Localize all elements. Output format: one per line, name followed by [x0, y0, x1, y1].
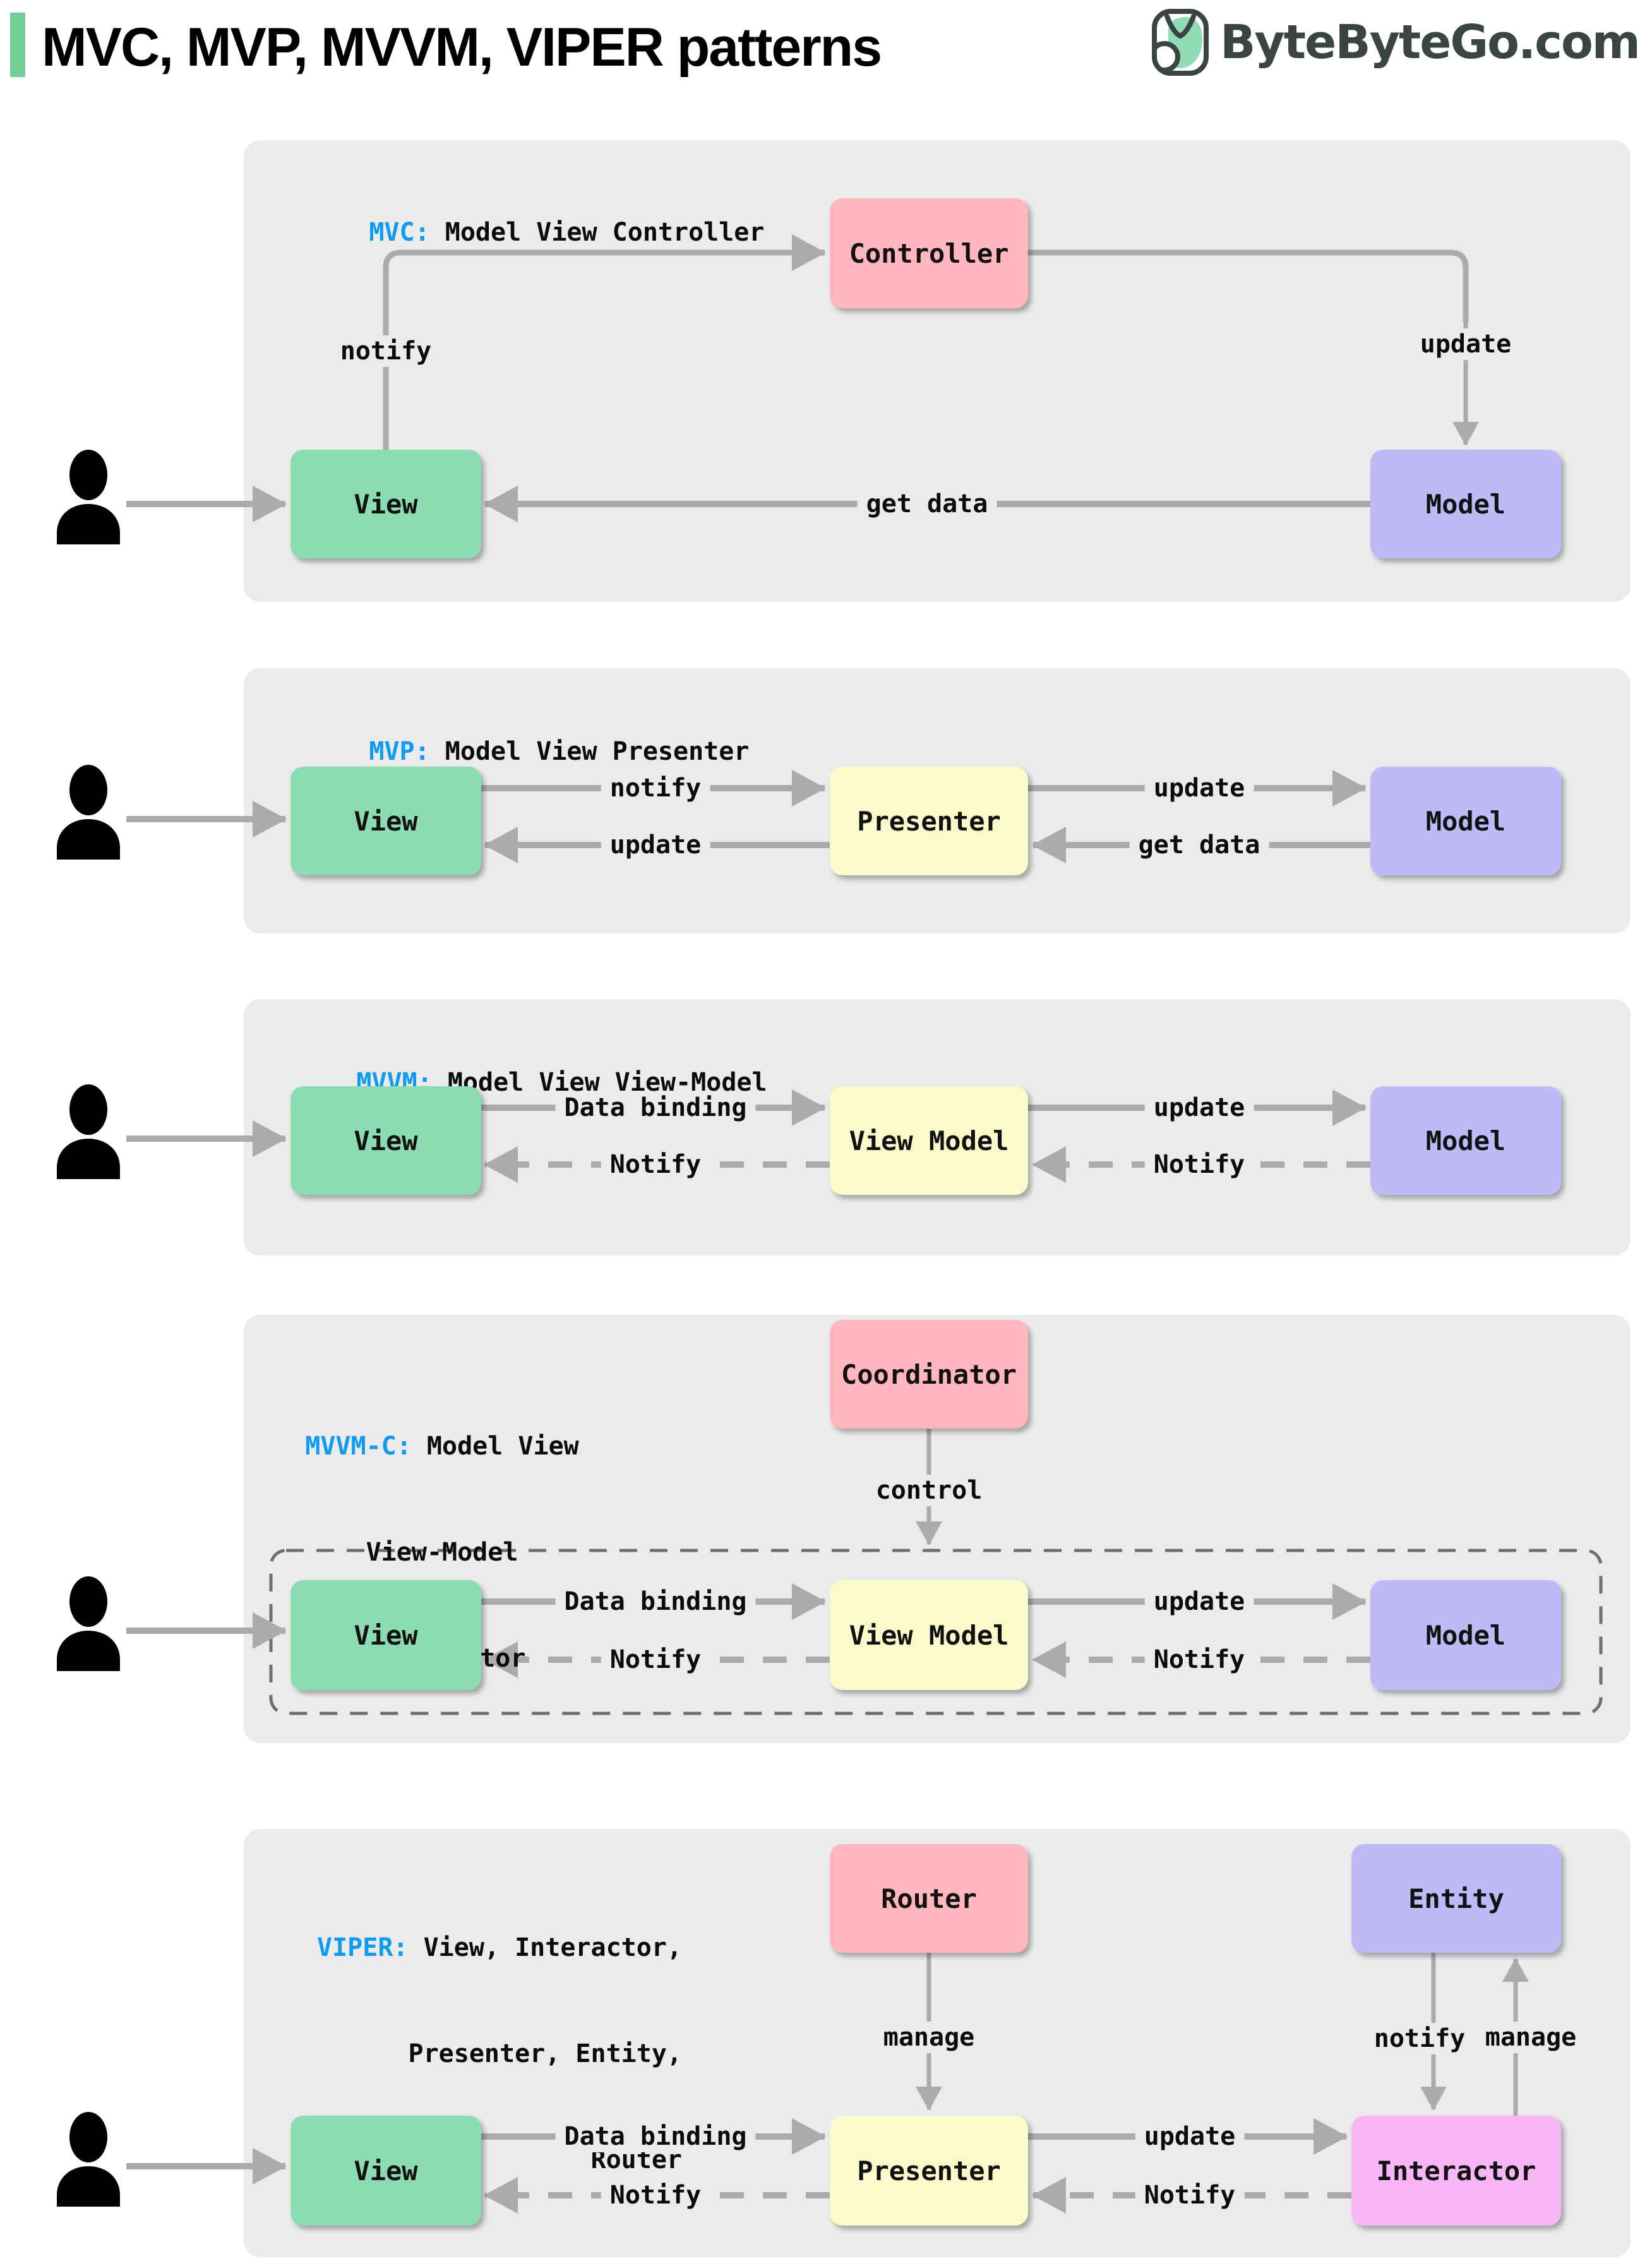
edge-label-notify: notify: [1365, 2023, 1475, 2054]
pattern-name: MVP:: [369, 737, 430, 766]
pattern-description: View, Interactor,: [423, 1933, 682, 1962]
edge-label-manage: manage: [874, 2022, 984, 2053]
title-accent-bar: [10, 13, 25, 77]
box-view: View: [290, 767, 481, 875]
box-view: View: [290, 2116, 481, 2226]
edge-label-notify: Notify: [1135, 2179, 1245, 2211]
box-model: Model: [1370, 1580, 1561, 1690]
edge-label-manage: manage: [1476, 2022, 1586, 2053]
box-entity: Entity: [1351, 1844, 1561, 1953]
edge-label-notify: notify: [601, 772, 710, 804]
box-controller: Controller: [830, 198, 1028, 308]
box-model: Model: [1370, 767, 1561, 875]
panel-header-viper: VIPER: View, Interactor, Presenter, Enti…: [290, 1859, 682, 2248]
pattern-description: Model View Controller: [445, 218, 765, 247]
box-router: Router: [830, 1844, 1028, 1953]
edge-label-data-binding: Data binding: [555, 2121, 756, 2152]
edge-label-get-data: get data: [1129, 829, 1269, 861]
box-interactor: Interactor: [1351, 2116, 1561, 2226]
edge-label-update: update: [1411, 328, 1521, 360]
user-icon: [57, 1576, 120, 1671]
edge-label-update: update: [1144, 772, 1254, 804]
edge-label-get-data: get data: [857, 488, 997, 520]
pattern-name: MVC:: [369, 218, 430, 247]
user-icon: [57, 765, 120, 860]
user-icon: [57, 450, 120, 544]
box-coordinator: Coordinator: [830, 1320, 1028, 1429]
user-icon: [57, 2112, 120, 2207]
box-view-model: View Model: [830, 1580, 1028, 1690]
edge-label-update: update: [1144, 1092, 1254, 1124]
edge-label-notify: Notify: [1144, 1149, 1254, 1180]
box-presenter: Presenter: [830, 2116, 1028, 2226]
panel-header-mvp: MVP: Model View Presenter: [308, 698, 749, 805]
pattern-description: Presenter, Entity,: [408, 2039, 682, 2068]
edge-label-update: update: [1135, 2121, 1245, 2152]
edge-label-data-binding: Data binding: [555, 1586, 756, 1617]
box-view-model: View Model: [830, 1086, 1028, 1195]
box-view: View: [290, 1086, 481, 1195]
bird-logo-icon: [1152, 9, 1209, 76]
edge-label-notify: Notify: [1144, 1644, 1254, 1676]
pattern-description: View-Model: [366, 1538, 518, 1567]
edge-label-update: update: [1144, 1586, 1254, 1617]
edge-label-notify: Notify: [601, 1644, 710, 1676]
panel-header-mvc: MVC: Model View Controller: [308, 179, 764, 285]
box-view: View: [290, 1580, 481, 1690]
box-model: Model: [1370, 1086, 1561, 1195]
user-icon: [57, 1084, 120, 1179]
box-view: View: [290, 450, 481, 558]
edge-label-notify: Notify: [601, 2179, 710, 2211]
bytebytego-logo: ByteByteGo.com: [1152, 9, 1641, 76]
box-model: Model: [1370, 450, 1561, 558]
edge-label-data-binding: Data binding: [555, 1092, 756, 1124]
edge-label-control: control: [866, 1475, 991, 1506]
pattern-description: Model View Presenter: [445, 737, 750, 766]
pattern-name: MVVM-C:: [305, 1432, 412, 1461]
box-presenter: Presenter: [830, 767, 1028, 875]
page-title: MVC, MVP, MVVM, VIPER patterns: [42, 17, 882, 78]
pattern-description: Model View: [426, 1432, 579, 1461]
edge-label-update: update: [601, 829, 710, 861]
pattern-name: VIPER:: [317, 1933, 409, 1962]
edge-label-notify: Notify: [601, 1149, 710, 1180]
logo-text: ByteByteGo.com: [1220, 15, 1641, 69]
edge-label-notify: notify: [331, 335, 441, 367]
